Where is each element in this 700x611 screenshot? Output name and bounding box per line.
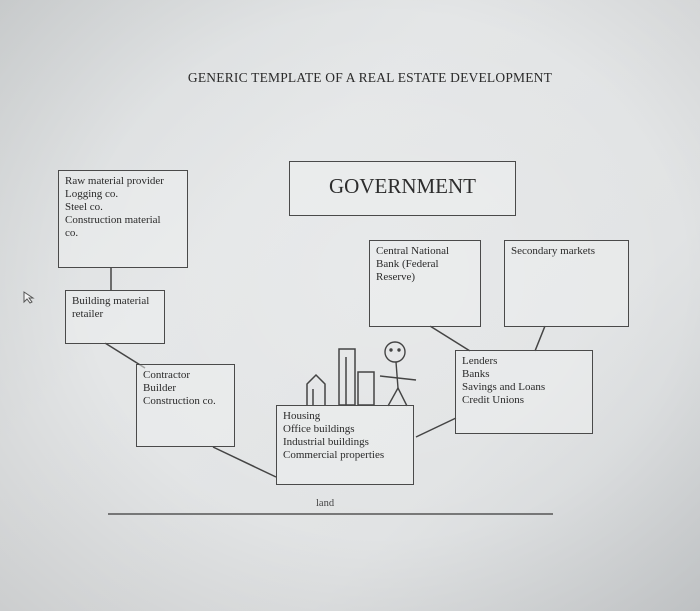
land-label: land bbox=[316, 498, 335, 509]
government-box: GOVERNMENT bbox=[289, 161, 516, 216]
connector-contractor-to-housing bbox=[212, 446, 277, 478]
stick-figure-icon bbox=[379, 341, 417, 407]
box-text: retailer bbox=[72, 308, 104, 320]
box-text: Contractor bbox=[143, 369, 191, 381]
diagram-title: GENERIC TEMPLATE OF A REAL ESTATE DEVELO… bbox=[187, 70, 553, 85]
government-label: GOVERNMENT bbox=[329, 174, 476, 198]
central-bank-box: Central National Bank (Federal Reserve) bbox=[369, 240, 481, 327]
box-text: Construction co. bbox=[143, 395, 216, 407]
cursor-icon bbox=[23, 291, 35, 304]
secondary-markets-box: Secondary markets bbox=[504, 240, 629, 327]
box-text: Construction material bbox=[65, 214, 161, 226]
box-text: Raw material provider bbox=[65, 175, 164, 187]
box-text: Building material bbox=[72, 295, 150, 307]
connector-housing-to-lenders bbox=[415, 417, 457, 438]
contractor-box: Contractor Builder Construction co. bbox=[136, 364, 235, 447]
housing-box: Housing Office buildings Industrial buil… bbox=[276, 405, 414, 485]
box-text: Credit Unions bbox=[462, 394, 525, 406]
box-text: Bank (Federal bbox=[376, 258, 439, 270]
connector-secondary-to-lenders bbox=[534, 325, 546, 352]
box-text: Builder bbox=[143, 382, 176, 394]
box-text: Industrial buildings bbox=[283, 436, 369, 448]
building-icon bbox=[306, 348, 375, 406]
box-text: Housing bbox=[283, 410, 321, 422]
box-text: Lenders bbox=[462, 355, 498, 367]
box-text: Logging co. bbox=[65, 188, 119, 200]
box-text: Reserve) bbox=[376, 271, 416, 283]
box-text: Steel co. bbox=[65, 201, 103, 213]
raw-material-provider-box: Raw material provider Logging co. Steel … bbox=[58, 170, 188, 268]
box-text: Savings and Loans bbox=[462, 381, 546, 393]
lenders-box: Lenders Banks Savings and Loans Credit U… bbox=[455, 350, 593, 434]
box-text: co. bbox=[65, 227, 79, 239]
box-text: Secondary markets bbox=[511, 245, 595, 257]
box-text: Commercial properties bbox=[283, 449, 385, 461]
connector-retailer-to-contractor bbox=[104, 342, 146, 369]
building-material-retailer-box: Building material retailer bbox=[65, 290, 165, 344]
box-text: Office buildings bbox=[283, 423, 355, 435]
connector-bank-to-lenders bbox=[429, 325, 471, 352]
box-text: Banks bbox=[462, 368, 490, 380]
box-text: Central National bbox=[376, 245, 450, 257]
